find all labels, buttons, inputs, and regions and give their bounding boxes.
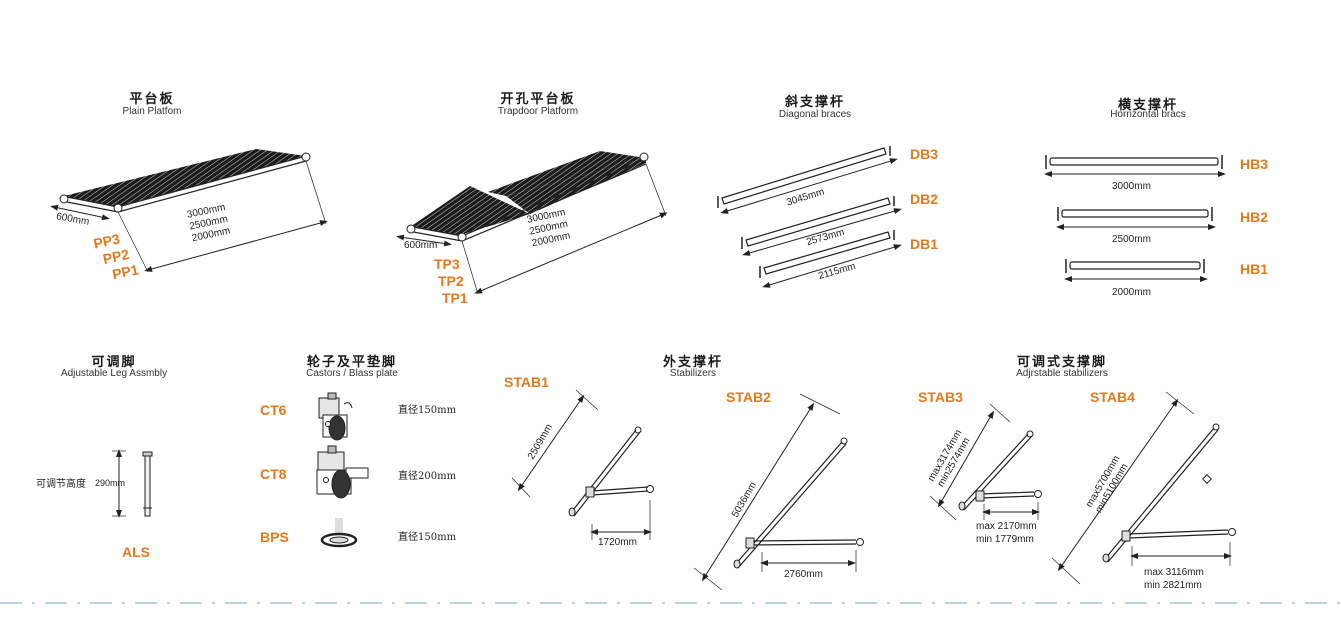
castors-drawing — [316, 392, 369, 548]
product-code-hb1: HB1 — [1240, 261, 1269, 277]
product-code-db3: DB3 — [910, 146, 939, 162]
product-code: TP1 — [442, 290, 468, 306]
product-code: TP2 — [438, 273, 464, 289]
adjustable-stabilizers-title-zh: 可调式支撑脚 — [1016, 355, 1108, 370]
product-code-als: ALS — [122, 544, 150, 560]
product-code-hb3: HB3 — [1240, 156, 1269, 172]
horizontal-braces-title-en: Horrizontal bracs — [1110, 109, 1186, 120]
product-code-stab4: STAB4 — [1090, 389, 1135, 405]
height-value: 290mm — [95, 478, 126, 488]
product-code-stab3: STAB3 — [918, 389, 963, 405]
hb1-length: 2000mm — [1112, 287, 1151, 298]
castors-title-en: Castors / Blass plate — [306, 368, 398, 379]
base-min: min 2821mm — [1144, 580, 1202, 591]
product-code-bps: BPS — [260, 529, 289, 545]
stabilizers-title-en: Stabilizers — [669, 368, 717, 379]
plain-platform-title-en: Plain Platfom — [122, 106, 182, 117]
trapdoor-platform-codes: TP3 TP2 TP1 — [434, 256, 468, 307]
trapdoor-platform-title-zh: 开孔平台板 — [500, 92, 576, 107]
product-code-db2: DB2 — [910, 191, 939, 207]
product-code-hb2: HB2 — [1240, 209, 1269, 225]
product-code-stab1: STAB1 — [504, 374, 549, 390]
height-label: 可调节高度 — [36, 479, 86, 490]
base-max: max 3116mm — [1144, 567, 1204, 578]
plain-platform-drawing — [50, 149, 328, 273]
stab2-drawing — [693, 393, 864, 591]
product-code: TP3 — [434, 256, 460, 272]
adjustable-leg-title-en: Adjustable Leg Assmbly — [60, 368, 168, 379]
stab1-base: 1720mm — [598, 537, 637, 548]
trapdoor-platform-width: 600mm — [404, 240, 438, 251]
ct6-spec: 直径150mm — [398, 405, 457, 416]
ct8-spec: 直径200mm — [398, 471, 457, 482]
stab3-drawing — [929, 403, 1042, 521]
adjustable-leg-title-zh: 可调脚 — [91, 355, 137, 370]
product-code-stab2: STAB2 — [726, 389, 771, 405]
hb2-length: 2500mm — [1112, 234, 1151, 245]
stab2-base: 2760mm — [784, 569, 823, 580]
stab3-base-range: max 2170mm min 1779mm — [976, 520, 1037, 546]
product-code-ct8: CT8 — [260, 466, 287, 482]
base-min: min 1779mm — [976, 534, 1034, 545]
base-max: max 2170mm — [976, 521, 1037, 532]
plain-platform-title-zh: 平台板 — [129, 92, 175, 107]
diagonal-braces-title-en: Diagonal braces — [778, 109, 852, 120]
diagonal-braces-drawing — [717, 146, 902, 288]
horizontal-braces-drawing — [1044, 155, 1226, 282]
stab4-drawing — [1051, 391, 1236, 585]
trapdoor-platform-title-en: Trapdoor Platform — [497, 106, 579, 117]
horizontal-braces-title-zh: 横支撑杆 — [1117, 98, 1179, 113]
trapdoor-platform-drawing — [396, 151, 668, 295]
stab4-base-range: max 3116mm min 2821mm — [1144, 566, 1204, 592]
adjustable-stabilizers-title-en: Adjrstable stabilizers — [1016, 368, 1108, 379]
hb3-length: 3000mm — [1112, 181, 1151, 192]
product-code-ct6: CT6 — [260, 402, 287, 418]
bps-spec: 直径150mm — [398, 532, 457, 543]
diagonal-braces-title-zh: 斜支撑杆 — [784, 95, 846, 110]
stab1-drawing — [511, 389, 654, 540]
adjustable-leg-drawing — [112, 449, 153, 518]
castors-title-zh: 轮子及平垫脚 — [306, 355, 398, 370]
product-code-db1: DB1 — [910, 236, 939, 252]
stabilizers-title-zh: 外支撑杆 — [662, 355, 724, 370]
